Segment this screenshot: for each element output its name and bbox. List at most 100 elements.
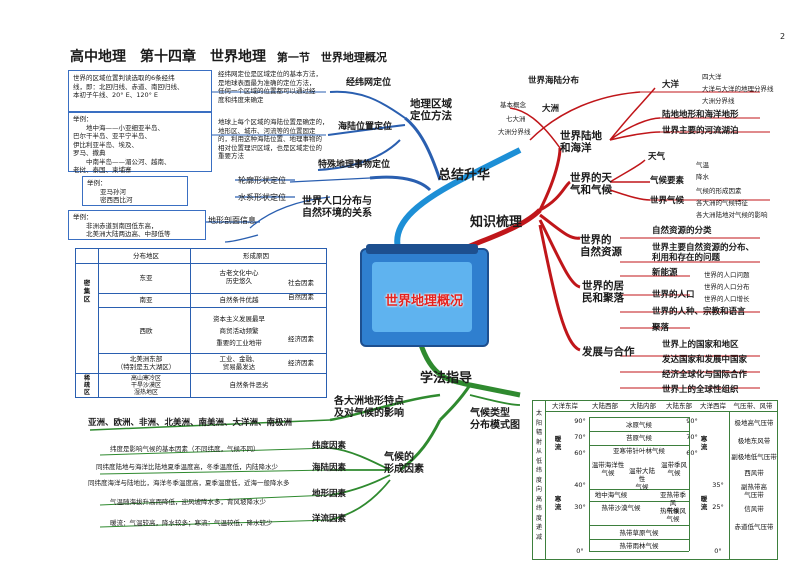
box-sealand-right: 地球上每个区域的海陆位置是确定的， 地形区、城市、河流等的位置固定 的，利用这种… <box>218 118 329 160</box>
population-1: 世界的人口问题 <box>704 271 750 279</box>
lat-right-2: 70° <box>686 433 698 441</box>
world-map-icon <box>372 262 472 332</box>
cell-ice-cap: 冰原气候 <box>626 421 652 429</box>
node-weather: 世界的天 气和气候 <box>570 172 612 196</box>
row-south-asia-area: 南亚 <box>139 296 153 304</box>
box-graticule-right: 经纬网定位是区域定位的基本方法， 是地球表面最为准确的定位方法， 任何一个区域的… <box>218 70 322 104</box>
lat-left-4: 40° <box>574 481 586 489</box>
development-2: 发达国家和发展中国家 <box>662 355 748 365</box>
node-weather-item: 天气 <box>648 152 666 162</box>
node-rivers: 世界主要的河流湖泊 <box>662 126 739 136</box>
world-climate-3: 各大洲陆地对气候的影响 <box>696 211 768 219</box>
factor-sea-land: 海陆因素 <box>312 463 347 473</box>
desc-current: 暖流：气温较高，降水较多；寒流：气温较低，降水较少 <box>110 519 273 527</box>
node-population: 世界的居 民和聚落 <box>582 280 624 304</box>
lat-right-6: 0° <box>714 547 722 555</box>
dense-label: 密 集 区 <box>83 279 91 303</box>
lat-left-5: 30° <box>574 503 586 511</box>
lat-left-6: 0° <box>576 547 584 555</box>
cell-continental: 温带大陆性 气候 <box>629 467 655 491</box>
cell-marine: 温带海洋性 气候 <box>591 461 625 477</box>
row-west-europe-area: 西欧 <box>139 327 153 335</box>
node-resources: 世界的 自然资源 <box>580 234 622 258</box>
node-sea-land: 海陆位置定位 <box>338 122 393 132</box>
node-human-nature: 世界人口分布与 自然环境的关系 <box>302 196 372 219</box>
world-climate-1: 气候的形成因素 <box>696 187 742 195</box>
branch-knowledge: 知识梳理 <box>470 215 523 230</box>
calendar-ring-bar <box>366 244 478 254</box>
climate-model-table: 太 阳 辐 射 从 低 纬 度 向 高 纬 度 递 减 大洋东岸 大陆西部 大陆… <box>532 400 778 560</box>
development-1: 世界上的国家和地区 <box>662 340 739 350</box>
row-sparse-cause: 自然条件恶劣 <box>229 381 269 389</box>
desc-sealand-2: 同纬度海洋与陆地比，海洋冬季温度高，夏季温度低，近海一般降水多 <box>88 479 290 487</box>
page-number: 2 <box>780 32 786 41</box>
node-continent: 大洲 <box>542 104 560 114</box>
col-header-4: 大陆东部 <box>666 402 692 410</box>
climate-side-label: 太 阳 辐 射 从 低 纬 度 向 高 纬 度 递 减 <box>535 410 542 541</box>
belt-4: 西风带 <box>744 469 764 477</box>
cell-temp-monsoon: 温带季风 气候 <box>661 461 687 477</box>
belt-2: 极地东风带 <box>737 437 771 445</box>
node-water-shape: 水系形状定位 <box>238 193 286 202</box>
row-east-asia-area: 东亚 <box>139 274 153 282</box>
branch-method: 学法指导 <box>420 371 473 386</box>
cell-mediterranean: 地中海气候 <box>594 491 628 499</box>
desc-sealand-1: 同纬度陆地与海洋比陆地夏季温度高，冬季温度低，内陆降水少 <box>96 463 278 471</box>
col-header-3: 大陆内部 <box>630 402 656 410</box>
node-graticule: 经纬网定位 <box>346 78 392 88</box>
continents-list: 亚洲、欧洲、非洲、北美洲、南美洲、大洋洲、南极洲 <box>88 418 293 428</box>
node-section-map: 地形剖面信息 <box>208 216 256 225</box>
row-north-america-area: 北美洲东部 （特别是五大湖区） <box>116 355 176 371</box>
lat-left-1: 90° <box>574 417 586 425</box>
box-example-rivers: 举例： 亚马孙河 密西西比河 <box>82 176 188 206</box>
lat-right-5: 25° <box>712 503 724 511</box>
continent-item-2: 七大洲 <box>506 115 526 123</box>
desc-terrain: 气温随海拔升高而降低，迎风坡降水多，背风坡降水少 <box>110 498 266 506</box>
belt-1: 极地高气压带 <box>734 419 774 427</box>
center-label: 世界地理概况 <box>384 294 463 309</box>
belt-5: 副热带高 气压带 <box>741 483 767 499</box>
node-ocean: 大洋 <box>662 80 680 90</box>
population-3: 世界的人口增长 <box>704 295 750 303</box>
box-graticule-left: 世界的区域位置判读选取的6条经纬 线，即：北回归线、赤道、南回归线、 本初子午线… <box>68 70 212 112</box>
node-climate-factors: 气候的 形成因素 <box>384 452 424 475</box>
node-sea-land: 世界陆地 和海洋 <box>560 130 602 154</box>
lat-right-4: 35° <box>712 481 724 489</box>
chapter-title: 高中地理 第十四章 世界地理 <box>70 49 266 65</box>
page-title: 高中地理 第十四章 世界地理 第一节 世界地理概况 <box>70 50 387 65</box>
node-regional-positioning: 地理区域 定位方法 <box>410 98 452 122</box>
col-header-6: 气压带、风带 <box>733 402 773 410</box>
sparse-label: 稀 疏 区 <box>83 375 90 396</box>
cell-tundra: 苔原气候 <box>626 434 652 442</box>
lat-right-3: 60° <box>686 449 698 457</box>
node-sea-land-dist: 世界海陆分布 <box>528 76 580 86</box>
col-header-1: 大洋东岸 <box>552 402 578 410</box>
desc-latitude: 纬度是影响气候的基本因素（不同纬度，气候不同） <box>110 445 260 453</box>
center-node: 世界地理概况 <box>360 244 489 347</box>
row-sparse-area: 高山寒冷区 干旱沙漠区 湿热地区 <box>130 375 161 396</box>
cold-current-right: 寒 流 <box>700 435 708 451</box>
belt-7: 赤道低气压带 <box>734 523 774 531</box>
ocean-item-3: 大洲分界线 <box>702 97 735 105</box>
belt-6: 信风带 <box>744 505 764 513</box>
cell-trop-monsoon: 热带季风 气候 <box>660 507 686 523</box>
belt-3: 副极地低气压带 <box>731 453 777 461</box>
node-continents-climate: 各大洲地形特点 及对气候的影响 <box>334 396 404 419</box>
node-population-world: 世界的人口 <box>652 290 695 300</box>
resource-3: 新能源 <box>652 268 678 278</box>
node-world-climate: 世界气候 <box>650 196 685 206</box>
node-development: 发展与合作 <box>582 346 635 358</box>
brace-social: 社会因素 <box>288 279 314 287</box>
ocean-item-2: 大洋与大洋的地理分界线 <box>702 85 774 93</box>
cell-subarctic: 亚寒带针叶林气候 <box>613 447 665 455</box>
col-header-5: 大洋西岸 <box>700 402 726 410</box>
header-area: 分布地区 <box>133 252 159 260</box>
cell-savanna: 热带草原气候 <box>619 529 659 537</box>
cell-rainforest: 热带雨林气候 <box>619 542 659 550</box>
factor-latitude: 纬度因素 <box>312 441 347 451</box>
branch-summary: 总结升华 <box>438 168 491 183</box>
row-east-asia-cause: 古老文化中心 历史悠久 <box>219 269 259 285</box>
box-example-terrain: 举例： 非洲赤道到南回低东高， 北美洲大陆两边高、中部低等 <box>68 210 206 240</box>
lat-left-2: 70° <box>574 433 586 441</box>
